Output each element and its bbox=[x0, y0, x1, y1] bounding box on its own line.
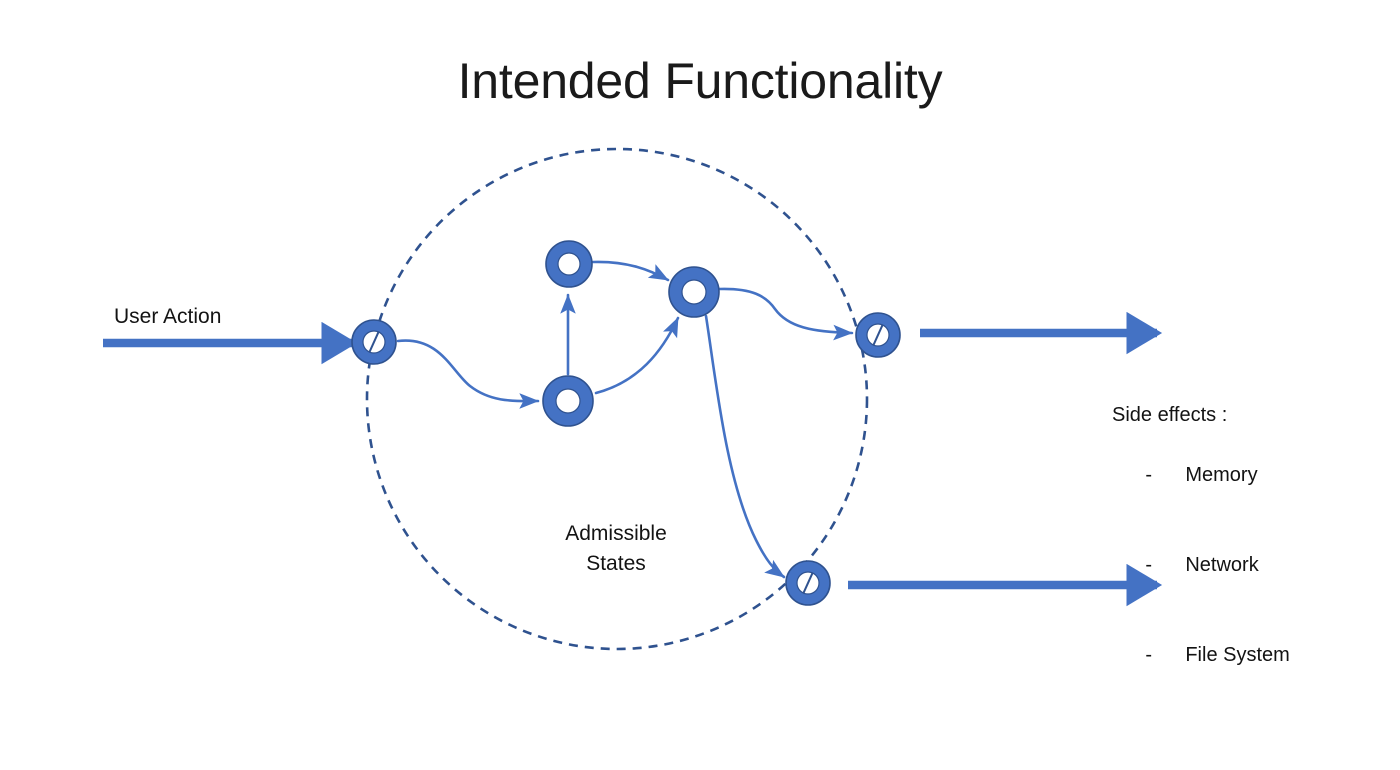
admissible-states-label: Admissible States bbox=[516, 519, 716, 579]
admissible-states-line1: Admissible bbox=[565, 522, 667, 545]
admissible-states-boundary bbox=[365, 147, 869, 651]
state-node-top-core bbox=[557, 252, 581, 276]
edge-lower-left-to-middle bbox=[594, 316, 680, 395]
bullet-dash-1: - bbox=[1145, 554, 1153, 576]
user-action-label: User Action bbox=[114, 305, 222, 328]
exit-state-node-bottom bbox=[785, 560, 831, 606]
side-effects-item-2: - File System bbox=[1112, 610, 1290, 700]
side-effects-item-1: - Network bbox=[1112, 520, 1290, 610]
edge-middle-to-exit-bottom bbox=[704, 314, 786, 579]
edge-middle-to-exit-right bbox=[717, 287, 854, 341]
bullet-dash-0: - bbox=[1145, 464, 1153, 486]
side-effects-item-0: - Memory bbox=[1112, 430, 1290, 520]
state-node-lower-left-core bbox=[555, 388, 581, 414]
boundary-layer bbox=[365, 147, 869, 651]
entry-state-node-slash-icon bbox=[368, 331, 380, 353]
page-title: Intended Functionality bbox=[457, 53, 943, 109]
state-node-middle-core bbox=[681, 279, 707, 305]
exit-state-node-right bbox=[855, 312, 901, 358]
nodes-layer bbox=[351, 240, 901, 606]
exit-state-node-right-slash-icon bbox=[872, 324, 884, 346]
edge-top-to-middle bbox=[591, 260, 670, 282]
thick-arrows-layer bbox=[103, 311, 1163, 607]
state-node-middle bbox=[668, 266, 720, 318]
exit-state-node-bottom-slash-icon bbox=[802, 572, 814, 594]
side-effects-list: Side effects : - Memory - Network - File Sy… bbox=[1112, 400, 1290, 700]
edges-layer bbox=[396, 260, 854, 579]
edge-entry-to-lower-left bbox=[396, 339, 540, 409]
side-effects-item-label-2: File System bbox=[1185, 644, 1290, 666]
side-effects-item-label-0: Memory bbox=[1185, 464, 1258, 486]
side-effects-heading: Side effects : bbox=[1112, 404, 1228, 426]
side-effects-item-label-1: Network bbox=[1185, 554, 1259, 576]
bullet-dash-2: - bbox=[1145, 644, 1153, 666]
state-node-top bbox=[545, 240, 593, 288]
state-node-lower-left bbox=[542, 375, 594, 427]
entry-state-node bbox=[351, 319, 397, 365]
admissible-states-line2: States bbox=[586, 552, 646, 575]
